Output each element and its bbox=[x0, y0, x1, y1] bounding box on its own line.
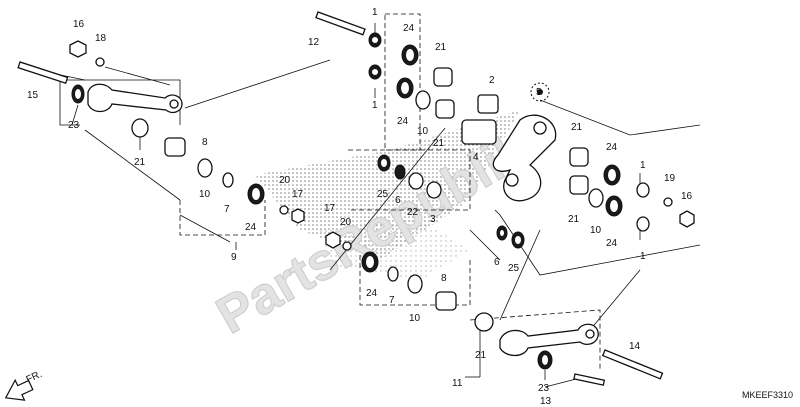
callout-14: 14 bbox=[629, 341, 641, 352]
callout-25-a: 25 bbox=[377, 189, 389, 200]
callout-1-b: 1 bbox=[372, 100, 378, 111]
callout-9: 9 bbox=[231, 252, 237, 263]
callout-21-r2: 21 bbox=[568, 214, 580, 225]
callout-21-left: 21 bbox=[134, 157, 146, 168]
diagram-code: MKEEF3310 bbox=[742, 390, 793, 400]
callout-18: 18 bbox=[95, 33, 107, 44]
callout-19: 19 bbox=[664, 173, 676, 184]
bearing-21-r1 bbox=[569, 147, 589, 167]
callout-17-left: 17 bbox=[292, 189, 304, 200]
callout-20-left: 20 bbox=[279, 175, 291, 186]
callout-24-r2: 24 bbox=[606, 238, 618, 249]
callout-3: 3 bbox=[430, 214, 436, 225]
callout-16-r: 16 bbox=[681, 191, 693, 202]
washer-19 bbox=[663, 197, 673, 207]
callout-5: 5 bbox=[536, 87, 542, 98]
callout-16-top: 16 bbox=[73, 19, 85, 30]
bearing-21-a bbox=[433, 67, 453, 87]
seal-10-left bbox=[197, 158, 213, 178]
nut-16-right bbox=[679, 210, 695, 228]
callout-24-b: 24 bbox=[397, 116, 409, 127]
callout-1-a: 1 bbox=[372, 7, 378, 18]
callout-21-b: 21 bbox=[433, 138, 445, 149]
washer-20-left bbox=[279, 205, 289, 215]
seal-10-a bbox=[415, 90, 431, 110]
nut-17-left bbox=[291, 208, 305, 224]
washer-7-left bbox=[222, 172, 234, 188]
washer-6-a bbox=[394, 164, 406, 180]
collar-3 bbox=[426, 181, 442, 199]
callout-6-a: 6 bbox=[395, 195, 401, 206]
frame-stipple bbox=[255, 110, 520, 280]
callout-17-b: 17 bbox=[324, 203, 336, 214]
seal-10-bottom bbox=[407, 274, 423, 294]
callout-23-bottom: 23 bbox=[538, 383, 550, 394]
callout-1-r1: 1 bbox=[640, 160, 646, 171]
callout-7-b: 7 bbox=[389, 295, 395, 306]
grease-icon bbox=[530, 82, 550, 102]
left-link-assembly bbox=[17, 40, 305, 224]
washer-7-bottom bbox=[387, 266, 399, 282]
callout-11: 11 bbox=[452, 378, 463, 389]
callout-24-a: 24 bbox=[403, 23, 415, 34]
callout-25-b: 25 bbox=[508, 263, 520, 274]
callout-13: 13 bbox=[540, 396, 552, 407]
callout-20-b: 20 bbox=[340, 217, 352, 228]
callout-21-r1: 21 bbox=[571, 122, 583, 133]
collar-8-left bbox=[164, 137, 186, 157]
callout-10-left: 10 bbox=[199, 189, 211, 200]
bolt-12 bbox=[315, 11, 366, 36]
callout-23-left: 23 bbox=[68, 120, 80, 131]
callout-21-bottom: 21 bbox=[475, 350, 487, 361]
callout-12: 12 bbox=[308, 37, 320, 48]
callout-1-r2: 1 bbox=[640, 251, 646, 262]
washer-20-bottom bbox=[342, 241, 352, 251]
connecting-rod-left bbox=[87, 83, 183, 114]
callout-2: 2 bbox=[489, 75, 495, 86]
callout-24-left: 24 bbox=[245, 222, 257, 233]
callout-labels: 16 18 15 23 21 8 10 7 20 17 24 9 12 1 24… bbox=[27, 7, 693, 407]
pipe-4 bbox=[461, 119, 497, 145]
cushion-arm-assembly bbox=[492, 82, 695, 249]
callout-8-left: 8 bbox=[202, 137, 208, 148]
callout-24-bottom-left: 24 bbox=[366, 288, 378, 299]
front-direction-arrow-icon bbox=[4, 378, 34, 401]
direction-label: FR. bbox=[25, 369, 44, 386]
nut-17-bottom bbox=[325, 231, 341, 249]
bolt-13 bbox=[573, 373, 606, 386]
center-upper-assembly bbox=[315, 11, 499, 199]
callout-8-b: 8 bbox=[441, 273, 447, 284]
callout-15: 15 bbox=[27, 90, 39, 101]
washer-1-r1 bbox=[636, 182, 650, 198]
bearing-22 bbox=[408, 172, 424, 190]
washer-1-r2 bbox=[636, 216, 650, 232]
bearing-21-left bbox=[131, 118, 149, 138]
callout-7-left: 7 bbox=[224, 204, 230, 215]
bearing-21-r2 bbox=[569, 175, 589, 195]
callout-10-r: 10 bbox=[590, 225, 602, 236]
callout-6-b: 6 bbox=[494, 257, 500, 268]
bushing-2 bbox=[477, 94, 499, 114]
collar-8-bottom bbox=[435, 291, 457, 311]
callout-22: 22 bbox=[407, 207, 419, 218]
callout-4: 4 bbox=[473, 152, 479, 163]
bearing-21-bottom bbox=[474, 312, 494, 332]
connecting-rod-bottom bbox=[499, 323, 599, 357]
lower-link-assembly bbox=[325, 231, 664, 386]
bolt-14 bbox=[601, 349, 664, 380]
nut-16-left bbox=[69, 40, 87, 58]
callout-24-r1: 24 bbox=[606, 142, 618, 153]
seal-10-r bbox=[588, 188, 604, 208]
callout-10-b: 10 bbox=[409, 313, 421, 324]
leader-lines bbox=[35, 23, 641, 388]
bearing-21-b bbox=[435, 99, 455, 119]
callout-10-a: 10 bbox=[417, 126, 429, 137]
bolt-15 bbox=[17, 61, 69, 84]
washer-18-left bbox=[95, 57, 105, 67]
callout-21-a: 21 bbox=[435, 42, 447, 53]
